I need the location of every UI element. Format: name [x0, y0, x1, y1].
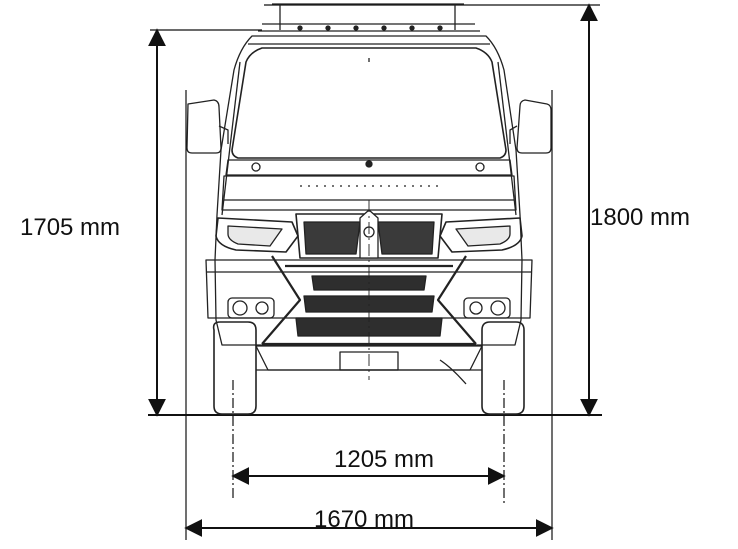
right-fog-light: [463, 297, 511, 319]
front-bumper: [205, 259, 533, 319]
track-width-label: 1205 mm: [334, 446, 435, 473]
right-mirror: [516, 99, 552, 154]
overall-width-label: 1670 mm: [314, 506, 415, 533]
front-grille: [295, 213, 443, 259]
vehicle-front-view: [186, 3, 552, 415]
left-wheel: [212, 321, 257, 415]
left-mirror: [186, 99, 222, 154]
height-right-label: 1800 mm: [590, 204, 691, 231]
right-headlight: [439, 217, 523, 253]
body-outline: [214, 35, 523, 346]
roof-rack: [258, 3, 480, 32]
left-headlight: [215, 217, 299, 253]
left-fog-light: [227, 297, 275, 319]
windshield: [231, 47, 507, 159]
right-wheel: [481, 321, 525, 415]
extension-lines: [150, 4, 600, 540]
height-left-label: 1705 mm: [20, 214, 121, 241]
